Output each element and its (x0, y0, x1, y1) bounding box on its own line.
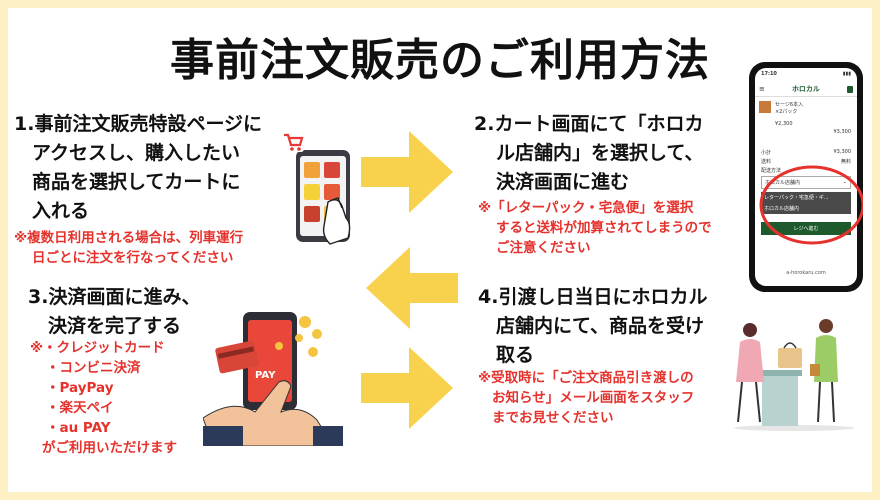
step-4-note-line: お知らせ」メール画面をスタッフ (492, 390, 695, 406)
subtotal-row: 小計 ¥3,300 (755, 139, 857, 156)
step-1-note: ※複数日利用される場合は、列車運行 日ごとに注文を行なってください (14, 228, 294, 268)
cart-icon (282, 132, 304, 152)
shopping-phone-illustration (282, 132, 351, 245)
step-4-line: 取る (496, 344, 535, 366)
step-4-note-line: ※受取時に「ご注文商品引き渡しの (478, 370, 694, 386)
product-thumbnail (759, 101, 771, 113)
step-2-note-line: ご注意ください (496, 240, 591, 256)
step-2-line: ル店舗内」を選択して、 (496, 142, 704, 164)
step-1-text: 1.事前注文販売特設ページに アクセスし、購入したい 商品を選択してカートに 入… (14, 110, 289, 226)
content-card (8, 8, 872, 492)
step-1-note-line: ※複数日利用される場合は、列車運行 (14, 230, 244, 246)
step-2-line: 決済画面に進む (496, 171, 630, 193)
delivery-option-letterpack[interactable]: レターパック・宅急便・ギ... (761, 192, 851, 203)
menu-icon: ≡ (759, 85, 765, 93)
step-3-note-line: がご利用いただけます (42, 440, 177, 456)
checkout-button[interactable]: レジへ進む (761, 222, 851, 235)
step-4-note: ※受取時に「ご注文商品引き渡しの お知らせ」メール画面をスタッフ までお見せくだ… (478, 368, 748, 428)
subtotal-value: ¥3,300 (833, 149, 852, 155)
url-bar: a-horokaru.com (786, 270, 826, 276)
step-1-note-line: 日ごとに注文を行なってください (32, 250, 234, 266)
step-2-note-line: すると送料が加算されてしまうので (496, 220, 712, 236)
highlight-circle (759, 165, 863, 245)
coin-icon (275, 316, 322, 357)
cart-item-name: セージ6本入 (775, 102, 804, 108)
battery-icon: ▮▮▮ (842, 71, 851, 77)
step-3-note-line: ・コンビニ決済 (46, 360, 141, 376)
checkout-phone-mockup: 17:10 ▮▮▮ ≡ ホロカル セージ6本入 ×2パック ¥2,300 ¥3,… (749, 62, 863, 292)
step-1-line: 入れる (32, 200, 90, 222)
cart-item-details: セージ6本入 ×2パック ¥2,300 (775, 101, 803, 127)
delivery-method-label: 配送方法 (761, 168, 782, 174)
phone-time: 17:10 (761, 71, 777, 77)
step-1-line: 商品を選択してカートに (32, 171, 241, 193)
step-4-line: 4.引渡し日当日にホロカル (478, 286, 708, 308)
step-1-line: アクセスし、購入したい (32, 142, 241, 164)
cart-line-total: ¥3,300 (833, 129, 852, 135)
arrow-left-icon (366, 247, 458, 329)
step-3-note-line: ・楽天ペイ (46, 400, 114, 416)
step-4-text: 4.引渡し日当日にホロカル 店舗内にて、商品を受け 取る (478, 283, 748, 370)
step-2-note: ※「レターパック・宅急便」を選択 すると送料が加算されてしまうので ご注意くださ… (478, 198, 748, 258)
step-3-note-line: ・au PAY (46, 420, 111, 436)
arrow-right-icon (361, 347, 453, 429)
phone-status-bar: 17:10 ▮▮▮ (755, 68, 857, 77)
shipping-label: 送料 (761, 159, 772, 165)
step-2-note-line: ※「レターパック・宅急便」を選択 (478, 200, 694, 216)
step-3-note: ※・クレジットカード ・コンビニ決済 ・PayPay ・楽天ペイ ・au PAY… (30, 338, 230, 458)
subtotal-label: 小計 (761, 150, 772, 156)
step-3-text: 3.決済画面に進み、 決済を完了する (28, 283, 268, 341)
step-1-line: 1.事前注文販売特設ページに (14, 113, 263, 135)
delivery-method-value: ホロカル店舗内 (765, 180, 801, 186)
cart-item-price: ¥2,300 (775, 121, 793, 127)
step-3-note-line: ・PayPay (46, 380, 114, 396)
delivery-method-select[interactable]: ホロカル店舗内 ⌄ (761, 176, 851, 189)
store-logo: ホロカル (791, 85, 820, 93)
step-2-text: 2.カート画面にて「ホロカ ル店舗内」を選択して、 決済画面に進む (474, 110, 749, 197)
step-4-note-line: までお見せください (492, 410, 614, 426)
hand-icon (322, 197, 351, 245)
phone-store-header: ≡ ホロカル (755, 82, 857, 96)
step-4-line: 店舗内にて、商品を受け (496, 315, 705, 337)
page-title: 事前注文販売のご利用方法 (170, 35, 710, 86)
step-3-line: 3.決済画面に進み、 (28, 286, 201, 308)
handover-illustration (734, 319, 854, 431)
cart-line-item: セージ6本入 ×2パック ¥2,300 (755, 96, 857, 129)
arrow-right-icon (361, 131, 453, 213)
pay-label: PAY (255, 370, 276, 381)
step-2-line: 2.カート画面にて「ホロカ (474, 113, 704, 135)
chevron-down-icon: ⌄ (842, 179, 847, 185)
payment-illustration: PAY (203, 312, 343, 446)
shipping-value: 無料 (840, 159, 851, 165)
step-3-note-line: ※・クレジットカード (30, 340, 165, 356)
card-icon (215, 340, 259, 374)
cart-item-qty: ×2パック (775, 109, 798, 115)
shipping-row: 送料 無料 (755, 156, 857, 167)
delivery-option-store[interactable]: ホロカル店舗内 (761, 203, 851, 214)
bag-icon (847, 85, 853, 93)
phone-screen: 17:10 ▮▮▮ ≡ ホロカル セージ6本入 ×2パック ¥2,300 ¥3,… (755, 68, 857, 286)
step-3-line: 決済を完了する (48, 315, 182, 337)
